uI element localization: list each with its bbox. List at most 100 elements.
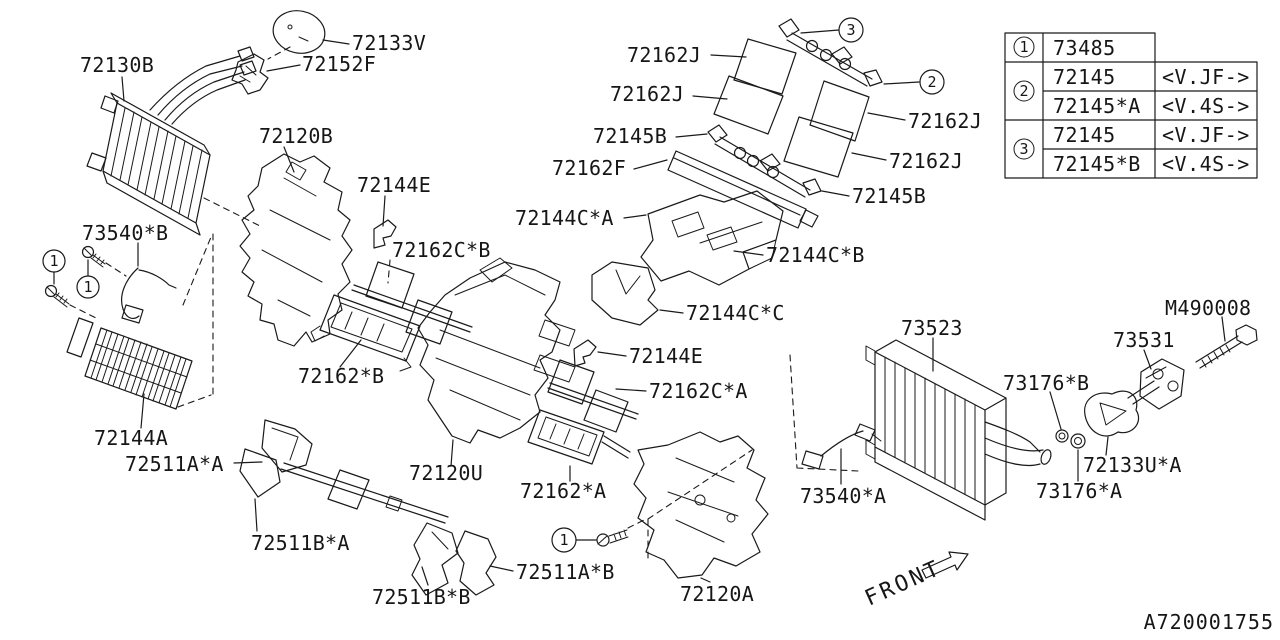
pipe-bracket-drawing xyxy=(231,53,269,95)
legend-ref-1: 1 xyxy=(1013,36,1035,58)
callout-2: 2 xyxy=(919,69,945,95)
label-72162J-3: 72162J xyxy=(908,109,982,133)
label-73540A: 73540*A xyxy=(800,484,886,508)
callout-markers: 1 1 1 2 3 xyxy=(42,17,945,553)
legend-part-row4: 72145 xyxy=(1053,123,1116,147)
label-73176B: 73176*B xyxy=(1003,371,1089,395)
legend-variant-row4: <V.JF-> xyxy=(1162,123,1250,147)
vent-ba-drawing xyxy=(239,448,449,524)
label-72162J-4: 72162J xyxy=(889,149,963,173)
expansion-valve-drawing xyxy=(1127,358,1185,410)
vent-ab-drawing xyxy=(455,530,497,596)
label-72162B: 72162*B xyxy=(298,364,384,388)
svg-text:3: 3 xyxy=(846,21,855,39)
label-72130B: 72130B xyxy=(80,53,154,77)
label-72144CB: 72144C*B xyxy=(766,243,865,267)
callout-1-a: 1 xyxy=(42,249,66,273)
oring-a-drawing xyxy=(1070,433,1086,449)
label-72144A: 72144A xyxy=(94,426,168,450)
legend-variant-row2: <V.JF-> xyxy=(1162,65,1250,89)
gasket-drawing xyxy=(1084,390,1140,437)
duct-ca-cb-drawing xyxy=(640,190,784,286)
clip-upper-drawing xyxy=(373,219,397,249)
legend-part-row1: 73485 xyxy=(1053,36,1116,60)
callout-1-b: 1 xyxy=(76,275,100,299)
label-72120U: 72120U xyxy=(409,461,483,485)
label-73523: 73523 xyxy=(901,316,963,340)
heater-core-drawing xyxy=(86,46,257,236)
legend-variant-row5: <V.4S-> xyxy=(1162,152,1250,176)
screw-1c xyxy=(596,529,629,547)
shaft-middle-drawing xyxy=(707,124,822,198)
legend-part-row5: 72145*B xyxy=(1053,152,1141,176)
duct-cc-drawing xyxy=(591,261,659,326)
svg-text:1: 1 xyxy=(49,252,58,270)
legend-part-row2: 72145 xyxy=(1053,65,1116,89)
svg-text:2: 2 xyxy=(927,73,936,91)
label-72511AB: 72511A*B xyxy=(516,560,615,584)
part-labels: 72130B 72133V 72152F 72120B 72144E 72162… xyxy=(80,31,1251,609)
label-72511BB: 72511B*B xyxy=(372,585,471,609)
label-72145B-2: 72145B xyxy=(852,184,926,208)
filter-drawing xyxy=(66,317,193,410)
label-72152F: 72152F xyxy=(302,52,376,76)
leader-lines xyxy=(53,29,1226,586)
vent-aa-drawing xyxy=(261,419,313,473)
label-72511BA: 72511B*A xyxy=(251,531,350,555)
label-72162F: 72162F xyxy=(552,156,626,180)
label-72162CA: 72162C*A xyxy=(649,379,748,403)
lever-a-drawing xyxy=(527,409,631,465)
label-72120A: 72120A xyxy=(680,582,754,606)
tray-drawing xyxy=(667,150,819,229)
label-73176A: 73176*A xyxy=(1036,479,1122,503)
label-72144CA: 72144C*A xyxy=(515,206,614,230)
grommet-disc-drawing xyxy=(272,10,326,54)
shaft-top-drawing xyxy=(778,18,883,87)
label-72162J-1: 72162J xyxy=(627,43,701,67)
foam-pads-drawing xyxy=(713,38,870,178)
svg-text:1: 1 xyxy=(559,531,568,549)
center-housing-drawing xyxy=(417,257,576,444)
screw-1b xyxy=(81,245,106,268)
front-label: FRONT xyxy=(861,556,945,612)
label-72162J-2: 72162J xyxy=(610,82,684,106)
svg-text:1: 1 xyxy=(83,278,92,296)
svg-text:2: 2 xyxy=(1019,82,1028,100)
damper-ca-drawing xyxy=(547,359,639,433)
lower-housing-drawing xyxy=(633,431,769,579)
label-72144E-2: 72144E xyxy=(629,344,703,368)
oring-b-drawing xyxy=(1055,429,1069,443)
aspirator-sensor-b-drawing xyxy=(121,267,177,324)
svg-text:1: 1 xyxy=(1019,38,1028,56)
evaporator-drawing xyxy=(865,339,1052,521)
label-72145B-1: 72145B xyxy=(593,124,667,148)
screw-1a xyxy=(44,284,70,308)
construction-dashes xyxy=(69,46,859,563)
label-72162CB: 72162C*B xyxy=(392,238,491,262)
label-72511AA: 72511A*A xyxy=(125,452,224,476)
legend-ref-3: 3 xyxy=(1013,138,1035,160)
lever-b-drawing xyxy=(310,294,421,372)
label-73540B: 73540*B xyxy=(82,221,168,245)
legend-ref-2: 2 xyxy=(1013,80,1035,102)
label-72162A: 72162*A xyxy=(520,479,606,503)
bolt-drawing xyxy=(1195,324,1258,369)
legend-part-row3: 72145*A xyxy=(1053,94,1141,118)
callout-1-c: 1 xyxy=(551,527,577,553)
legend-variant-row3: <V.4S-> xyxy=(1162,94,1250,118)
front-indicator: FRONT xyxy=(861,551,969,612)
drawing-number: A720001755 xyxy=(1144,610,1274,634)
label-73531: 73531 xyxy=(1113,328,1175,352)
clip-center-drawing xyxy=(573,339,597,367)
upper-housing-drawing xyxy=(239,153,353,347)
svg-text:3: 3 xyxy=(1019,140,1028,158)
front-arrow-icon xyxy=(921,551,969,579)
label-72120B: 72120B xyxy=(259,124,333,148)
label-72133UA: 72133U*A xyxy=(1083,453,1182,477)
label-72144CC: 72144C*C xyxy=(686,301,785,325)
vent-bb-drawing xyxy=(411,522,459,596)
label-M490008: M490008 xyxy=(1165,296,1251,320)
label-72133V: 72133V xyxy=(352,31,426,55)
